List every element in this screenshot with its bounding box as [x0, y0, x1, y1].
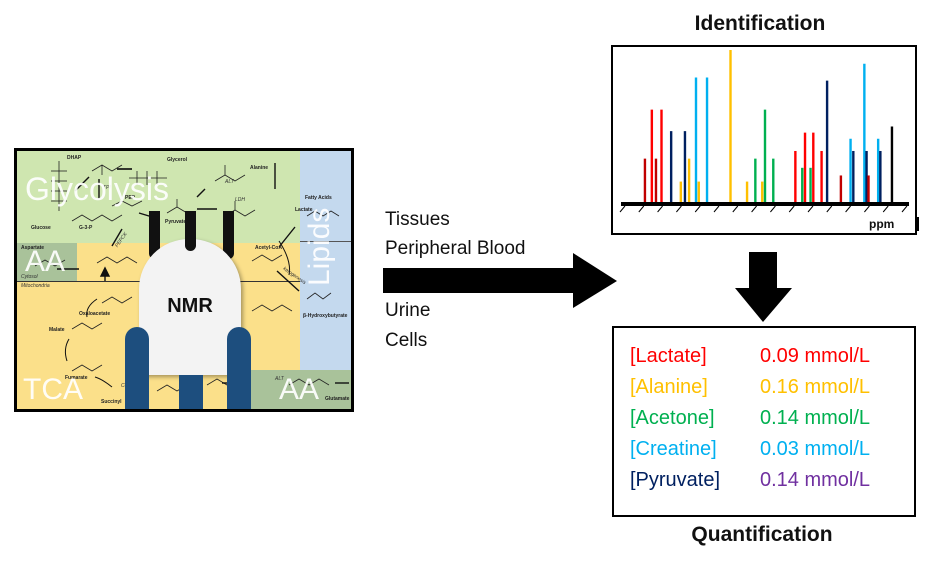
label-tpi: TPI: [103, 185, 111, 191]
identification-title: Identification: [694, 12, 826, 35]
label-alt-2: ALT: [275, 376, 284, 382]
region-label-aa-bottom: AA: [279, 373, 320, 406]
nmr-label: NMR: [167, 295, 213, 317]
spectrum-tick: [713, 205, 720, 213]
label-oxaloacetate: Oxaloacetate: [79, 311, 111, 317]
label-b-hydroxybutyrate: β-Hydroxybutyrate: [303, 313, 348, 319]
metabolite-name: [Alanine]: [630, 376, 708, 398]
down-arrow-icon: [735, 252, 792, 322]
quantification-panel: [Lactate] 0.09 mmol/L [Alanine] 0.16 mmol/L…: [612, 326, 916, 517]
sample-cells: Cells: [385, 330, 428, 351]
spectrum-tick: [619, 205, 626, 213]
quantification-row: [Creatine] 0.03 mmol/L: [630, 439, 870, 459]
label-glycerol: Glycerol: [167, 157, 188, 163]
region-label-glycolysis: Glycolysis: [25, 171, 170, 207]
label-lactate: Lactate: [295, 207, 313, 213]
amino-acid-region-top: [17, 243, 77, 281]
spectrum-tick: [694, 205, 701, 213]
quantification-row: [Acetone] 0.14 mmol/L: [630, 408, 870, 428]
spectrum-tick: [864, 205, 870, 213]
label-succinyl: Succinyl: [101, 399, 122, 405]
metabolite-name: [Creatine]: [630, 438, 717, 460]
sample-tissues: Tissues: [385, 209, 450, 230]
nmr-spectrum-panel: ppm: [611, 45, 917, 235]
metabolite-name: [Lactate]: [630, 345, 707, 367]
lipids-region: [300, 151, 351, 370]
spectrum-edge-mark: [917, 217, 919, 231]
region-label-lipids: Lipids: [303, 207, 336, 286]
nmr-spectrum-chart: [619, 50, 909, 213]
spectrum-tick: [788, 205, 795, 213]
spectrum-axis: [619, 202, 909, 213]
right-arrow-icon: [383, 253, 617, 308]
nmr-probe-right: [223, 211, 234, 259]
metabolite-concentration: 0.14 mmol/L: [760, 407, 871, 429]
label-mitochondria: Mitochondria: [21, 283, 50, 289]
quantification-row: [Pyruvate] 0.14 mmol/L: [630, 470, 870, 490]
label-acetyl-coa: Acetyl-CoA: [255, 245, 282, 251]
spectrum-tick: [638, 205, 645, 213]
metabolite-concentration: 0.09 mmol/L: [760, 345, 871, 367]
spectrum-tick: [657, 205, 663, 213]
label-pep: PEP: [125, 195, 136, 201]
nmr-device: NMR: [139, 211, 241, 375]
label-glucose: Glucose: [31, 225, 51, 231]
spectrum-baseline: [621, 202, 909, 206]
spectrum-tick: [901, 205, 908, 213]
spectrum-tick: [676, 205, 682, 213]
region-label-aa-top: AA: [25, 245, 66, 278]
region-label-tca: TCA: [23, 373, 83, 406]
metabolite-concentration: 0.16 mmol/L: [760, 376, 871, 398]
quantification-row: [Lactate] 0.09 mmol/L: [630, 346, 870, 366]
nmr-leg-right: [227, 327, 251, 409]
quantification-title: Quantification: [691, 523, 833, 546]
ppm-axis-label: ppm: [869, 217, 895, 231]
sample-urine: Urine: [385, 300, 431, 321]
label-alanine: Alanine: [250, 165, 269, 171]
metabolite-name: [Pyruvate]: [630, 469, 721, 491]
metabolite-concentration: 0.03 mmol/L: [760, 438, 871, 460]
label-pyruvate: Pyruvate: [165, 219, 187, 225]
label-glutamate: Glutamate: [325, 396, 350, 402]
amino-acid-region-bottom: [247, 370, 351, 409]
metabolite-concentration: 0.14 mmol/L: [760, 469, 871, 491]
label-dhap: DHAP: [67, 155, 82, 161]
label-aspartate: Aspartate: [21, 245, 45, 251]
metabolic-pathway-diagram: DHAP Glycerol Alanine Lactate Fatty Acid…: [14, 148, 354, 412]
spectrum-tick: [751, 205, 757, 213]
nmr-probe-left: [149, 211, 160, 259]
label-malate: Malate: [49, 327, 65, 333]
spectrum-tick: [882, 205, 889, 213]
sample-peripheral-blood: Peripheral Blood: [385, 238, 526, 259]
spectrum-tick: [732, 205, 739, 213]
quantification-row: [Alanine] 0.16 mmol/L: [630, 377, 870, 397]
metabolite-name: [Acetone]: [630, 407, 715, 429]
spectrum-peaks: [643, 50, 894, 203]
spectrum-tick: [845, 205, 851, 213]
lipid-divider: [300, 241, 351, 242]
spectrum-tick: [770, 205, 776, 213]
spectrum-tick: [826, 205, 833, 213]
label-g3p: G-3-P: [79, 225, 93, 231]
label-cytosol: Cytosol: [21, 274, 38, 280]
nmr-leg-left: [125, 327, 149, 409]
nmr-base: [179, 375, 203, 409]
label-alt: ALT: [225, 179, 234, 185]
label-fatty-acids: Fatty Acids: [305, 195, 332, 201]
metabolite-structures: [34, 161, 349, 392]
label-ldh: LDH: [235, 197, 246, 203]
label-fumarate: Fumarate: [65, 375, 88, 381]
nmr-probe-center: [185, 211, 196, 251]
spectrum-tick: [807, 205, 814, 213]
